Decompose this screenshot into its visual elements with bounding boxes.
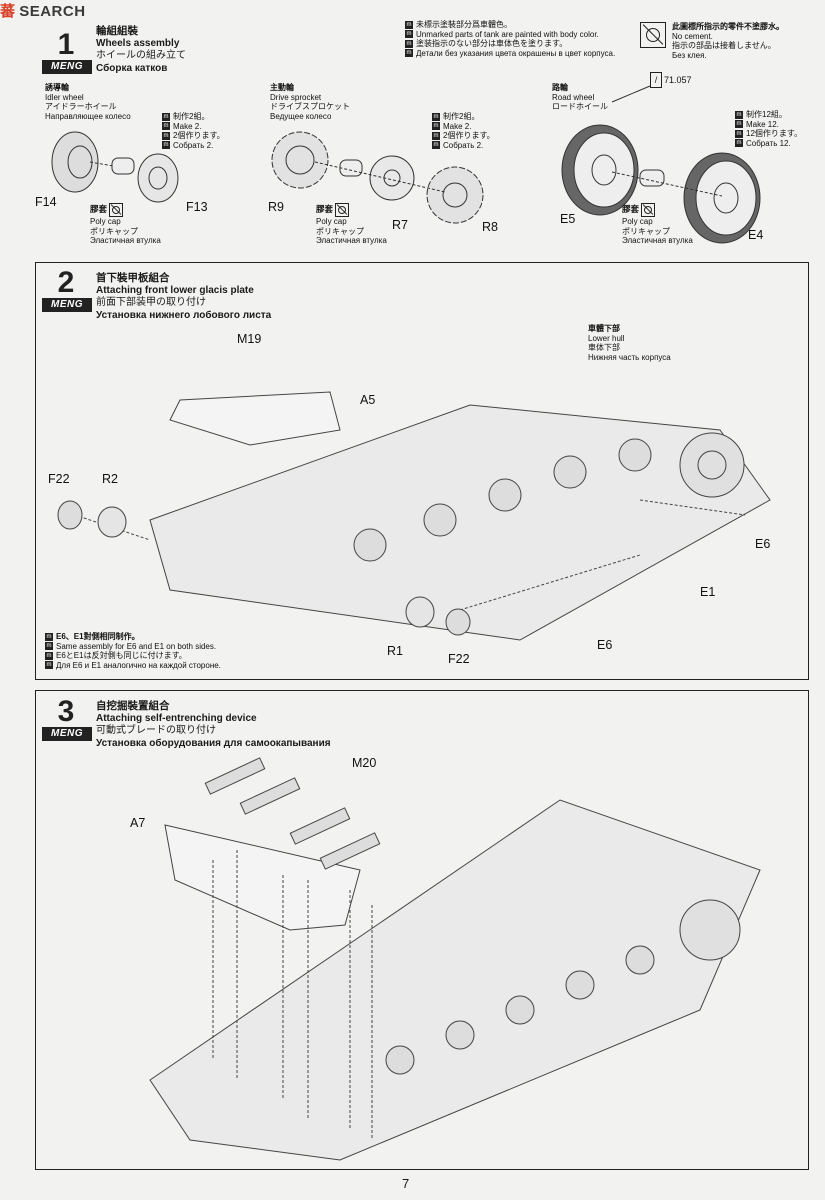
step-2-title: 首下裝甲板組合 Attaching front lower glacis pla… bbox=[96, 272, 272, 321]
polycap-label-2: 膠套 Poly cap ポリキャップ Эластичная втулка bbox=[316, 203, 387, 245]
part-E1: E1 bbox=[700, 585, 716, 599]
polycap-label-1: 膠套 Poly cap ポリキャップ Эластичная втулка bbox=[90, 203, 161, 245]
part-F22-bottom: F22 bbox=[448, 652, 470, 666]
part-M19: M19 bbox=[237, 332, 262, 346]
no-cement-icon bbox=[335, 203, 350, 217]
road-wheel-label: 路輪 Road wheel ロードホイール bbox=[552, 83, 608, 111]
part-A7: A7 bbox=[130, 816, 146, 830]
cement-note: 此圖標所指示的零件不塗膠水。 No cement. 指示の部品は接着しません。 … bbox=[672, 22, 784, 60]
part-F14: F14 bbox=[35, 195, 57, 209]
step-3-panel bbox=[35, 690, 809, 1170]
no-cement-icon bbox=[109, 203, 124, 217]
road-wheel-drawing bbox=[561, 85, 761, 244]
page-number: 7 bbox=[402, 1176, 410, 1191]
idler-wheel-drawing bbox=[51, 131, 179, 203]
part-E6-bottom: E6 bbox=[597, 638, 613, 652]
step-3-title: 自挖掘裝置組合 Attaching self-entrenching devic… bbox=[96, 700, 331, 749]
step-1-badge: 1 MENG bbox=[42, 30, 92, 76]
step-2-badge: 2 MENG bbox=[42, 268, 92, 314]
watermark-site: SEARCH bbox=[19, 3, 86, 20]
step-3-badge: 3 MENG bbox=[42, 697, 92, 743]
part-R7: R7 bbox=[392, 218, 408, 232]
part-A5: A5 bbox=[360, 393, 376, 407]
part-F22-left: F22 bbox=[48, 472, 70, 486]
watermark: 蕃 SEARCH bbox=[0, 0, 86, 22]
step-2-panel bbox=[35, 262, 809, 680]
part-E6-right: E6 bbox=[755, 537, 771, 551]
paint-code: 71.057 bbox=[664, 75, 692, 85]
step-1-title: 輪組組裝 Wheels assembly ホイールの組み立て Сборка ка… bbox=[96, 25, 186, 74]
no-cement-icon bbox=[640, 22, 666, 48]
lower-hull-drawing-2 bbox=[57, 391, 771, 641]
part-E4: E4 bbox=[748, 228, 764, 242]
paint-brush-icon: / bbox=[650, 72, 662, 88]
no-cement-icon bbox=[641, 203, 656, 217]
part-E5: E5 bbox=[560, 212, 576, 226]
drive-sprocket-label: 主動輪 Drive sprocket ドライブスプロケット Ведущее ко… bbox=[270, 83, 350, 121]
part-R1: R1 bbox=[387, 644, 403, 658]
part-R8: R8 bbox=[482, 220, 498, 234]
part-F13: F13 bbox=[186, 200, 208, 214]
idler-wheel-label: 誘導輪 Idler wheel アイドラーホイール Направляющее к… bbox=[45, 83, 131, 121]
lower-hull-drawing-3 bbox=[149, 757, 761, 1161]
lower-hull-label: 車體下部 Lower hull 車体下部 Нижняя часть корпус… bbox=[588, 324, 671, 362]
watermark-logo: 蕃 bbox=[0, 3, 16, 20]
polycap-label-3: 膠套 Poly cap ポリキャップ Эластичная втулка bbox=[622, 203, 693, 245]
drive-sprocket-drawing bbox=[271, 131, 484, 224]
part-R9: R9 bbox=[268, 200, 284, 214]
part-M20: M20 bbox=[352, 756, 377, 770]
part-R2: R2 bbox=[102, 472, 118, 486]
